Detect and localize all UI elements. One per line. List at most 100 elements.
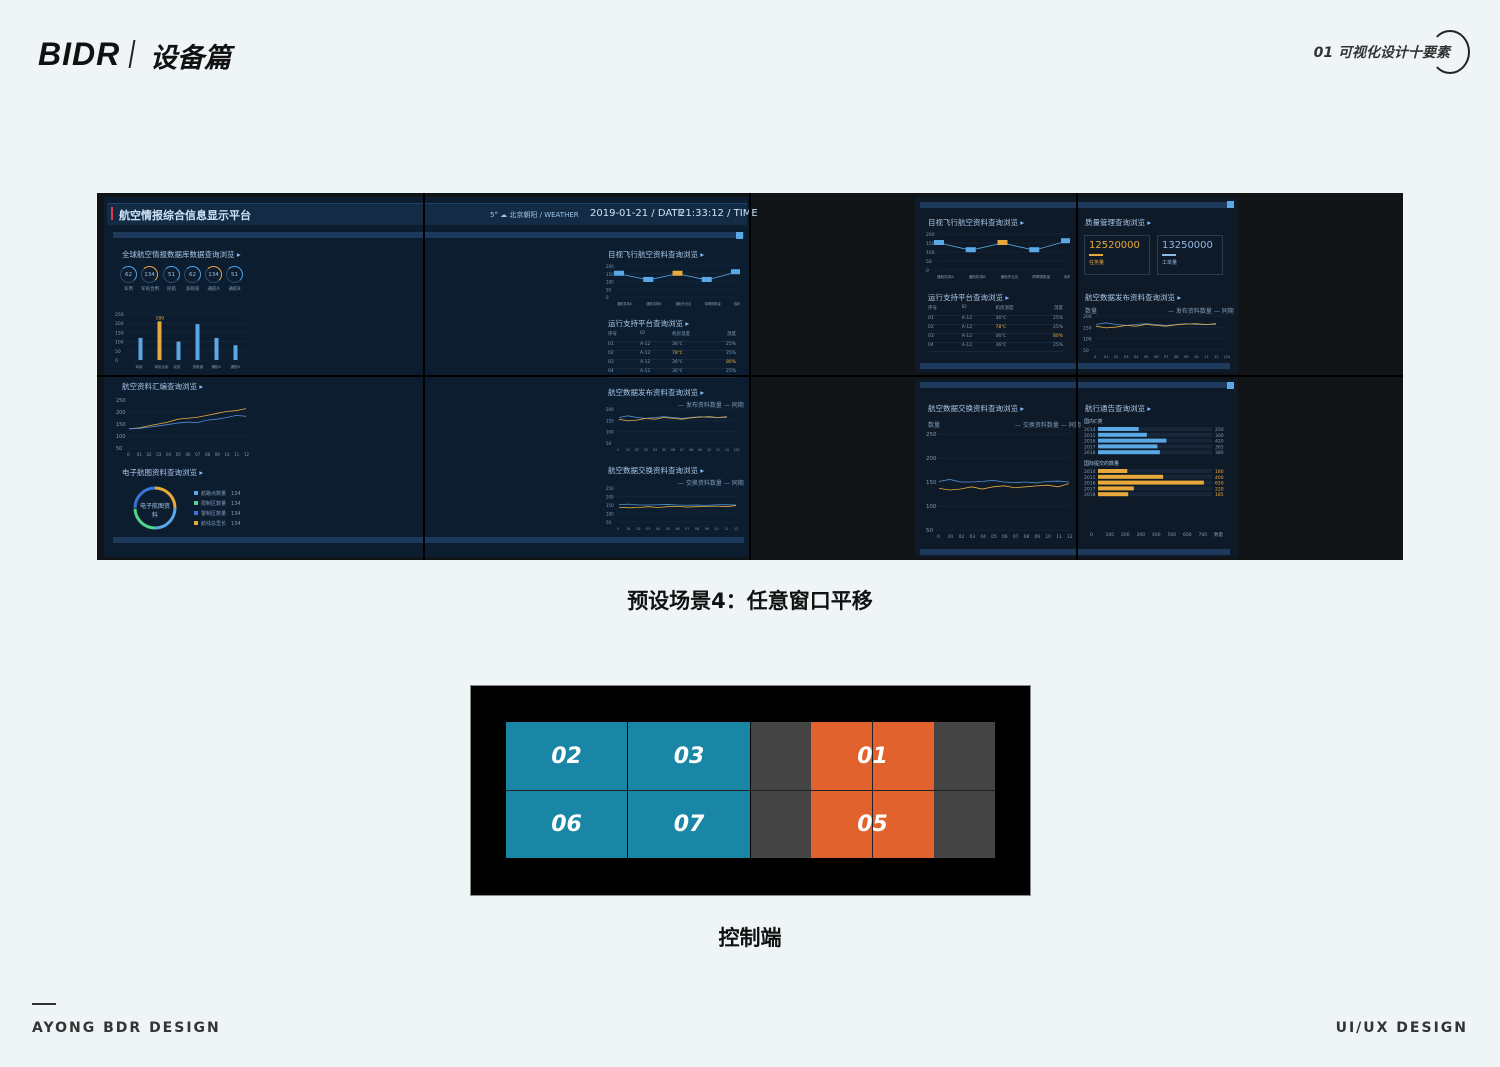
y-tick-label: 200 — [926, 232, 935, 238]
table-cell: 湿度 — [727, 332, 736, 337]
x-tick-label: 12 — [725, 448, 729, 452]
table-cell: A-12 — [640, 342, 651, 347]
screen-cell-02[interactable]: 02 — [506, 722, 627, 790]
panel-title-publish[interactable]: 航空数据发布资料查询浏览 — [608, 387, 704, 398]
expand-icon[interactable] — [1227, 382, 1234, 389]
dashboard-title: 航空情报综合信息显示平台 — [119, 209, 251, 222]
table-cell: 25% — [1052, 343, 1063, 348]
y-tick-label: 0 — [115, 358, 118, 364]
legend-swatch — [194, 501, 198, 505]
table-cell: 25% — [1052, 325, 1063, 330]
panel-title-exchange[interactable]: 航空数据交换资料查询浏览 — [608, 465, 704, 476]
x-tick-label: 05 — [991, 534, 997, 540]
y-tick-label: 2017 — [1084, 444, 1096, 450]
x-tick-label: 01 — [1104, 355, 1109, 359]
panel-title-charts[interactable]: 电子航图资料查询浏览 — [122, 467, 203, 478]
y-tick-label: 0 — [606, 295, 609, 300]
gauge-ring: 134 — [205, 266, 222, 283]
screen-cell-06[interactable]: 06 — [506, 791, 627, 858]
y-tick-label: 100 — [116, 434, 126, 440]
bar — [214, 337, 219, 360]
data-point-label — [701, 276, 712, 282]
table-cell: 25% — [725, 342, 736, 347]
bar — [1098, 432, 1147, 437]
y-tick-label: 150 — [606, 272, 614, 277]
table-cell: 36℃ — [995, 343, 1007, 348]
x-tick-label: 12 — [1214, 355, 1219, 359]
table-cell: 03 — [608, 360, 614, 365]
x-tick-label: 10 — [1194, 355, 1199, 359]
data-point-label — [1061, 238, 1070, 244]
table-cell: 25% — [1052, 316, 1063, 321]
x-tick-label: 通航B — [231, 364, 241, 369]
exchange-legend: — 交换资料数量 — 同期 — [678, 480, 744, 487]
table-cell: 36℃ — [995, 316, 1007, 321]
legend-swatch — [194, 511, 198, 515]
x-tick-label: 07 — [680, 448, 684, 452]
bar — [1098, 450, 1160, 455]
x-tick-label: 100 — [1106, 532, 1115, 538]
panel-title-notam[interactable]: 航行通告查询浏览 — [1085, 403, 1151, 414]
x-tick-label: 04 — [980, 534, 986, 540]
bar — [1098, 486, 1134, 491]
screen-cell-07[interactable]: 07 — [628, 791, 750, 858]
publish-line-chart-right: 200150100500010203040506070809101112(201… — [1083, 314, 1230, 359]
x-tick-label: 300 — [1137, 532, 1146, 538]
gauge-label: 民航 — [167, 287, 176, 292]
x-tick-label: 03 — [644, 448, 648, 452]
y-tick-label: 50 — [926, 528, 933, 534]
y-tick-label: 250 — [115, 312, 124, 318]
x-tick-label: 07 — [195, 452, 201, 457]
panel-title-ops[interactable]: 运行支持平台查询浏览 — [608, 318, 689, 329]
y-tick-label: 200 — [606, 264, 614, 269]
series-line-交换资料数量 — [618, 503, 737, 506]
footer-right: UI/UX DESIGN — [1335, 1020, 1468, 1036]
y-tick-label: 200 — [1083, 314, 1092, 320]
panel-title-publish-right[interactable]: 航空数据发布资料查询浏览 — [1085, 292, 1181, 303]
footer-left: AYONG BDR DESIGN — [32, 1020, 221, 1036]
x-tick-label: 02 — [637, 527, 641, 531]
panel-title-vfr[interactable]: 目视飞行航空资料查询浏览 — [608, 249, 704, 260]
strip — [920, 549, 1230, 555]
expand-icon[interactable] — [1227, 201, 1234, 208]
panel-title-vfr-right[interactable]: 目视飞行航空资料查询浏览 — [928, 217, 1024, 228]
y-tick-label: 100 — [115, 340, 124, 346]
y-tick-label: 100 — [926, 504, 937, 510]
x-tick-label: 10 — [225, 452, 231, 457]
x-tick-label: 05 — [176, 452, 182, 457]
expand-icon[interactable] — [736, 232, 743, 239]
y-tick-label: 2015 — [1084, 433, 1096, 439]
panel-title-exchange-right[interactable]: 航空数据交换资料查询浏览 — [928, 403, 1024, 414]
series-line-A — [128, 408, 247, 430]
panel-title-global-db[interactable]: 全球航空情报数据库数据查询浏览 — [122, 249, 241, 260]
quality-underline — [1089, 254, 1103, 256]
panel-title-compilation[interactable]: 航空资料汇编查询浏览 — [122, 381, 203, 392]
y-tick-label: 150 — [926, 241, 935, 247]
y-tick-label: 0 — [926, 268, 929, 274]
y-tick-label: 150 — [606, 503, 614, 508]
screen-cell-03[interactable]: 03 — [628, 722, 750, 790]
x-tick-label: 09 — [705, 527, 709, 531]
x-tick-label: 11 — [234, 452, 240, 457]
x-tick-label: 0 — [937, 534, 940, 540]
x-tick-label: 0 — [127, 452, 130, 457]
screen-seam — [423, 193, 425, 560]
panel-title-quality[interactable]: 质量管理查询浏览 — [1085, 217, 1151, 228]
y-tick-label: 150 — [116, 422, 126, 428]
x-tick-label: 03 — [156, 452, 162, 457]
table-cell: 36℃ — [672, 369, 683, 374]
bar-track — [1098, 432, 1212, 437]
legend-value: 134 — [231, 521, 241, 527]
x-tick-label: 200 — [1121, 532, 1130, 538]
panel-title-ops-right[interactable]: 运行支持平台查询浏览 — [928, 292, 1009, 303]
x-tick-label: 01 — [948, 534, 954, 540]
